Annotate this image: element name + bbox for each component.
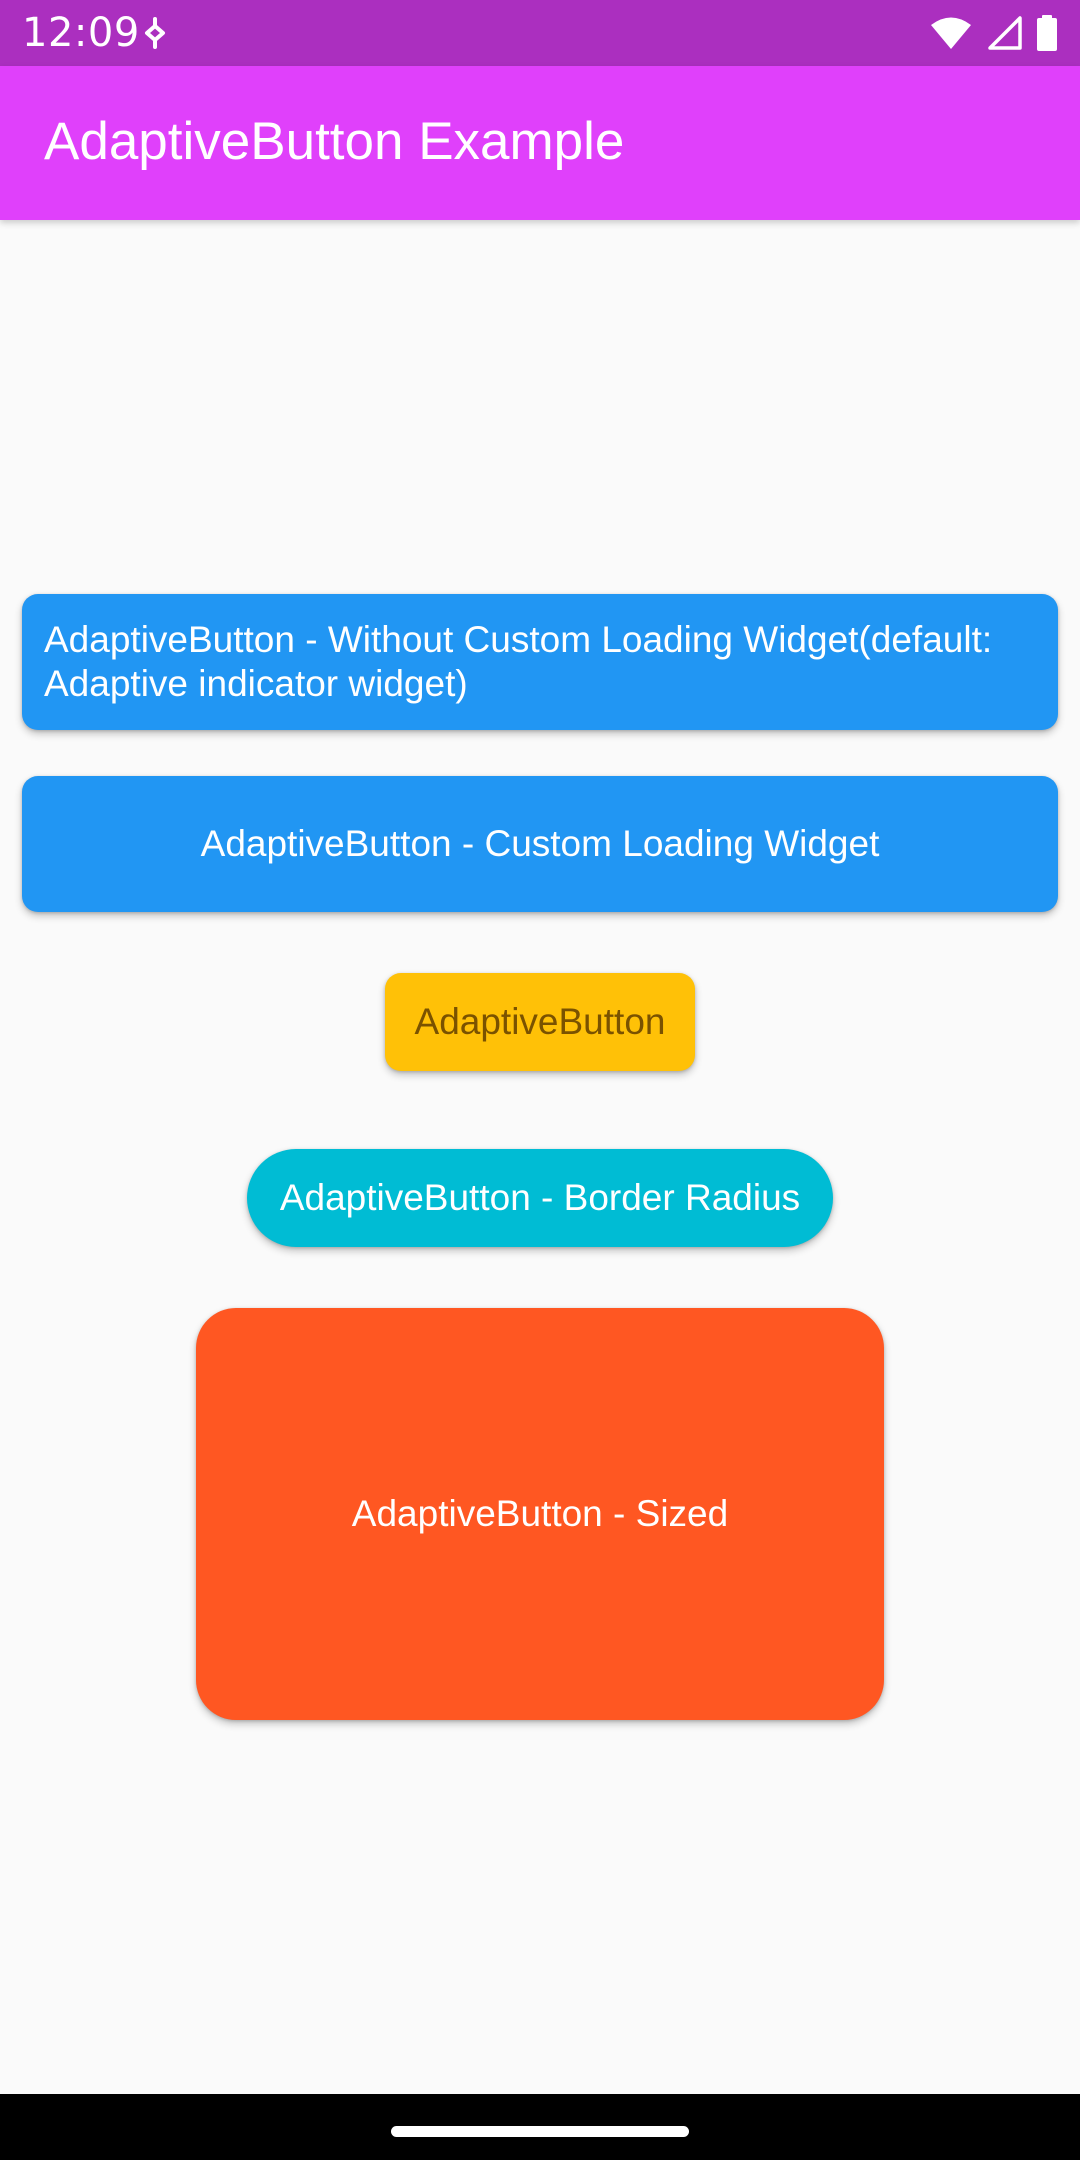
signal-icon <box>988 16 1022 50</box>
app-bar: AdaptiveButton Example <box>0 66 1080 220</box>
button-label: AdaptiveButton - Custom Loading Widget <box>200 823 880 864</box>
home-handle[interactable] <box>391 2126 689 2137</box>
battery-icon <box>1037 15 1057 51</box>
adaptive-button-sized[interactable]: AdaptiveButton - Sized <box>196 1308 884 1720</box>
button-label: AdaptiveButton - Sized <box>351 1493 729 1534</box>
adaptive-button-plain[interactable]: AdaptiveButton <box>385 973 695 1071</box>
wifi-icon <box>931 17 971 49</box>
status-time: 12:09 <box>22 10 140 56</box>
notification-icon <box>145 17 165 49</box>
status-icons <box>930 14 1058 52</box>
adaptive-button-default-loading[interactable]: AdaptiveButton - Without Custom Loading … <box>22 594 1058 730</box>
button-label: AdaptiveButton - Border Radius <box>279 1177 801 1218</box>
adaptive-button-border-radius[interactable]: AdaptiveButton - Border Radius <box>247 1149 833 1247</box>
button-label: AdaptiveButton - Without Custom Loading … <box>44 619 993 704</box>
adaptive-button-custom-loading[interactable]: AdaptiveButton - Custom Loading Widget <box>22 776 1058 912</box>
app-title: AdaptiveButton Example <box>44 112 625 171</box>
status-bar: 12:09 <box>0 0 1080 66</box>
button-label: AdaptiveButton <box>414 1001 666 1042</box>
